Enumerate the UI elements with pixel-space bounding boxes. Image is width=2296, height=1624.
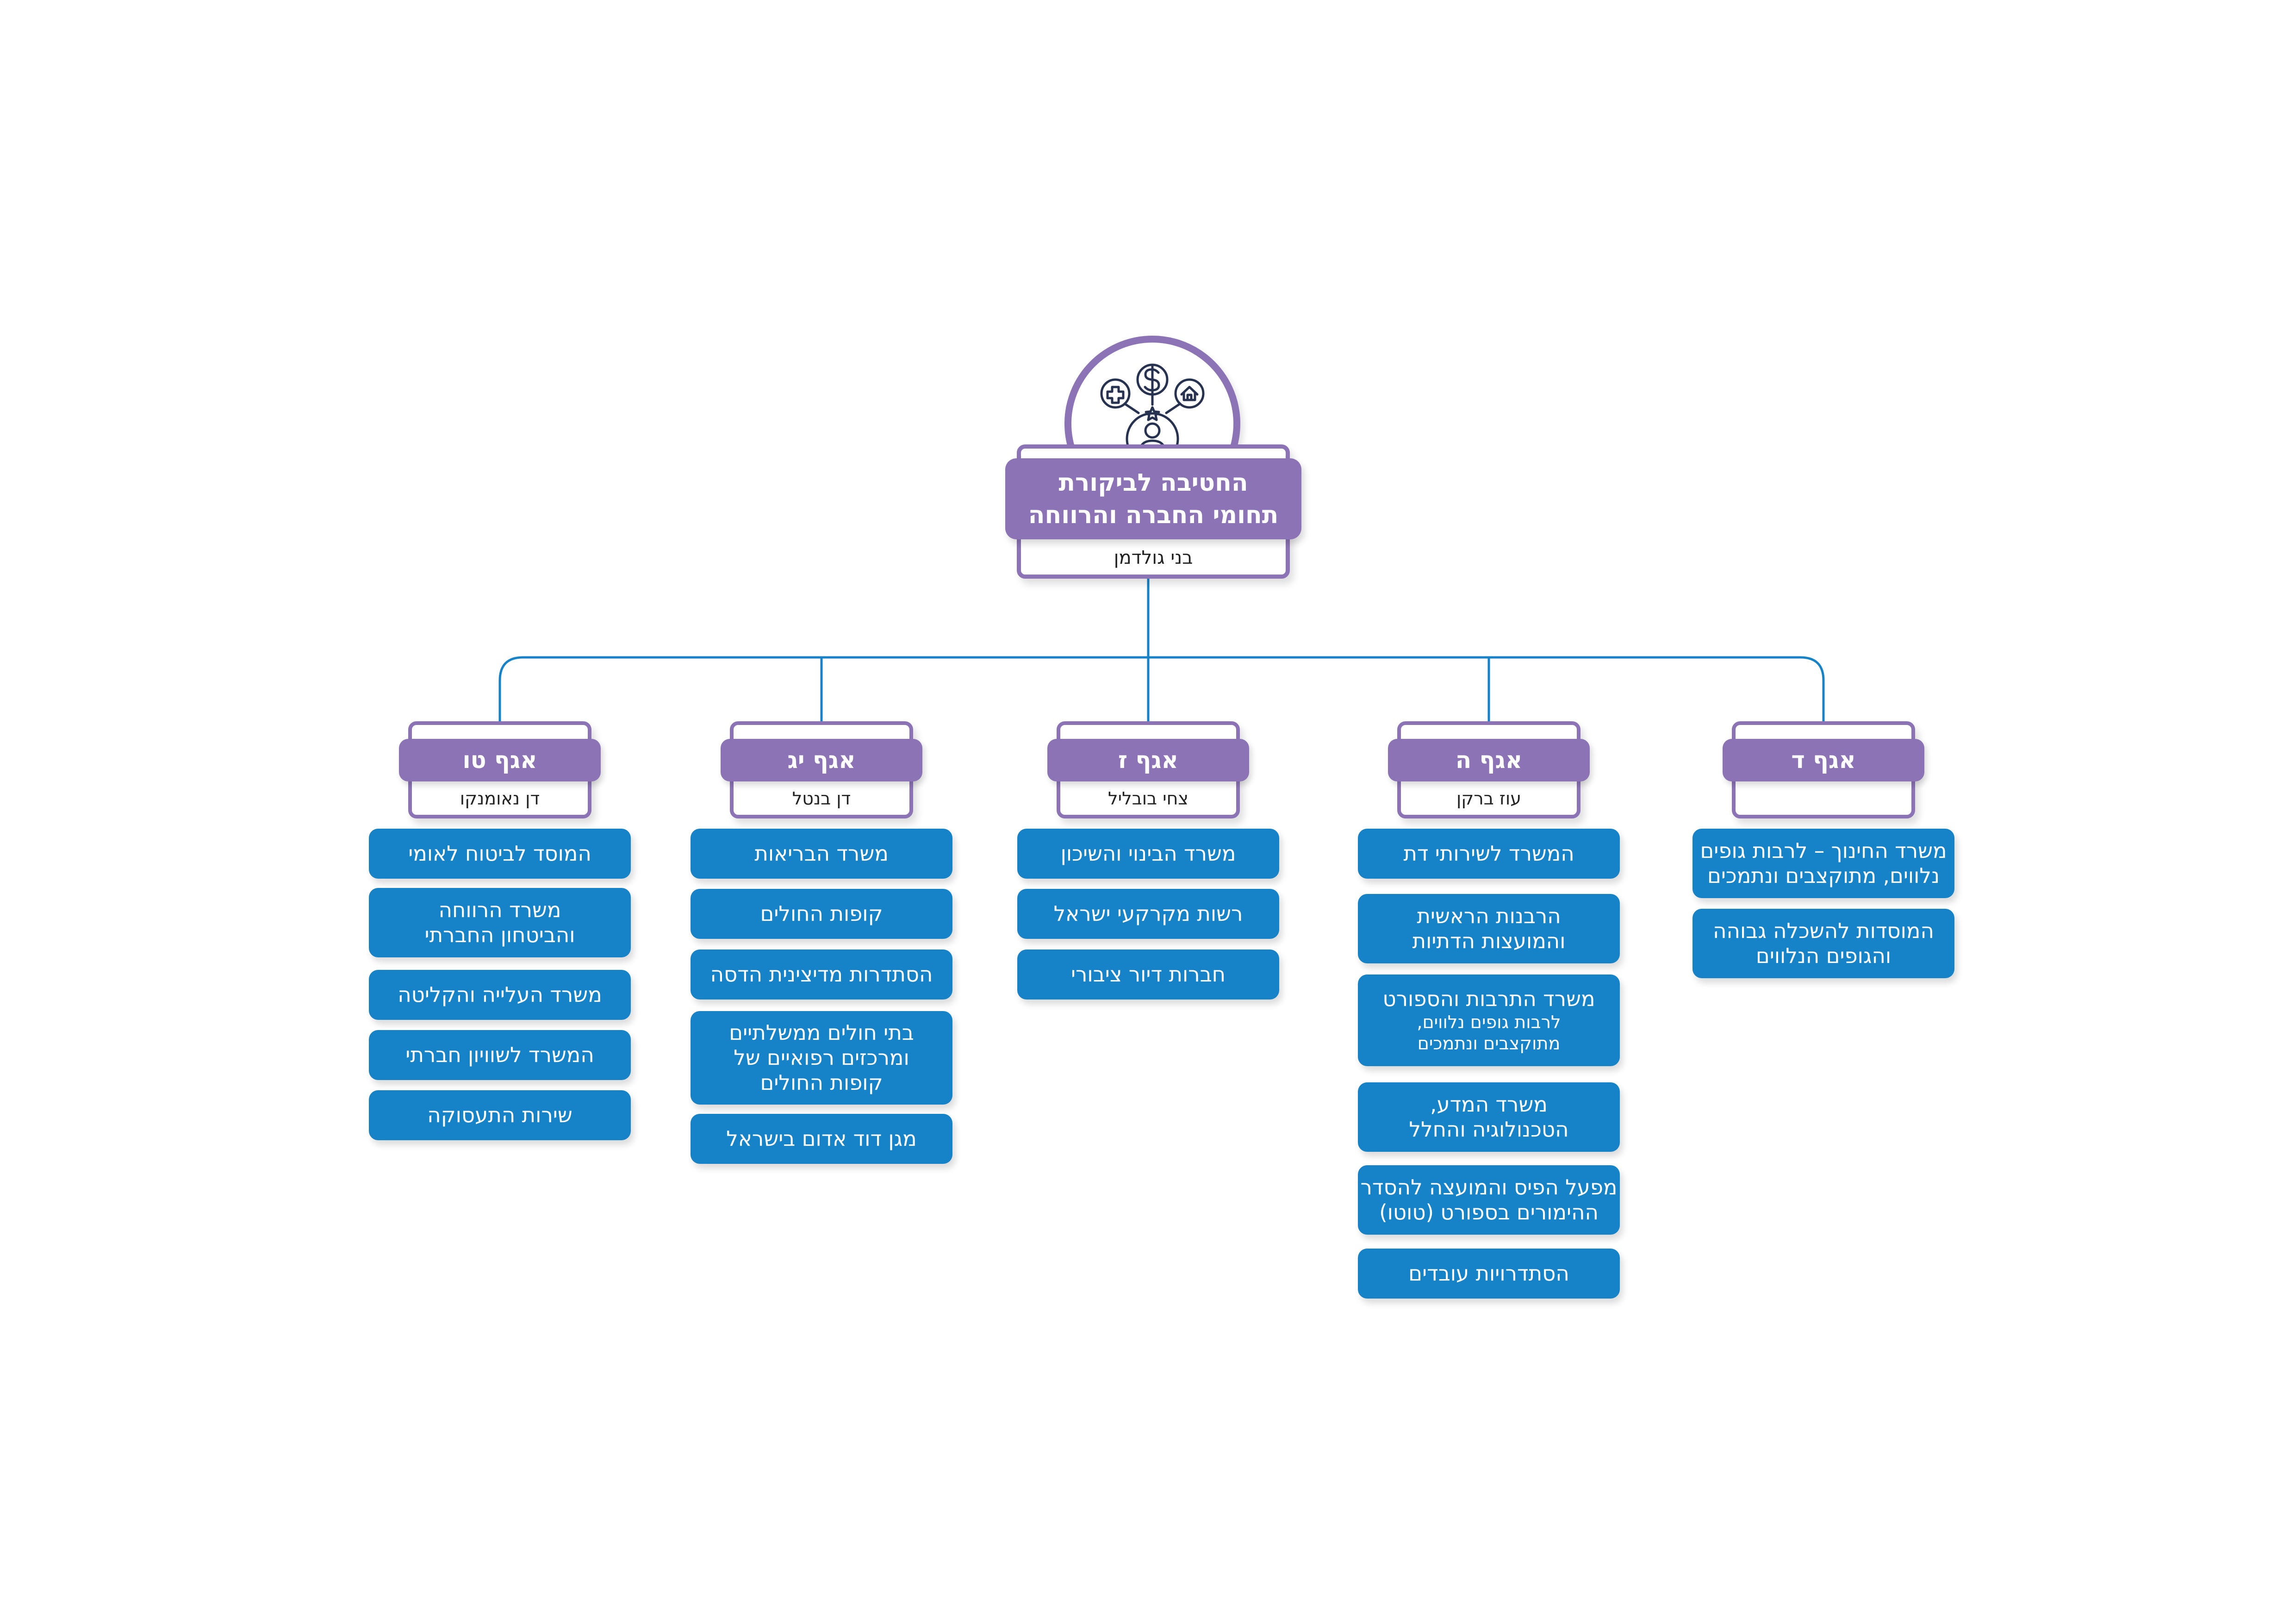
bus-connector (498, 656, 1825, 721)
unit-note-line: מתוקצבים ונתמכים (1417, 1033, 1561, 1054)
unit-box: מגן דוד אדום בישראל (691, 1114, 952, 1164)
department-head-name: עוז ברקן (1456, 788, 1522, 809)
unit-box: קופות החולים (691, 889, 952, 939)
unit-line: בתי חולים ממשלתיים (729, 1020, 914, 1045)
department-title: אגף טו (399, 739, 601, 781)
unit-line: משרד החינוך – לרבות גופים (1700, 838, 1947, 863)
unit-line: מגן דוד אדום בישראל (726, 1126, 917, 1151)
unit-line: משרד העלייה והקליטה (398, 982, 602, 1007)
department-node: אגף טו דן נאומנקו (399, 721, 601, 818)
department-node: אגף ז צחי בובליל (1047, 721, 1249, 818)
unit-line: חברות דיור ציבורי (1070, 962, 1226, 987)
unit-box: חברות דיור ציבורי (1017, 949, 1279, 999)
department-head-name (1736, 783, 1911, 814)
unit-line: נלווים, מתוקצבים ונתמכים (1707, 863, 1940, 888)
unit-box: רשות מקרקעי ישראל (1017, 889, 1279, 939)
unit-line: הסתדרויות עובדים (1408, 1261, 1569, 1286)
unit-box: המשרד לשוויון חברתי (369, 1030, 631, 1080)
department-title: אגף יג (721, 739, 922, 781)
unit-line: משרד הבינוי והשיכון (1060, 841, 1236, 866)
department-title: אגף ד (1723, 739, 1924, 781)
unit-box: משרד הבינוי והשיכון (1017, 829, 1279, 879)
unit-line: קופות החולים (760, 901, 883, 926)
unit-box: המוסד לביטוח לאומי (369, 829, 631, 879)
unit-line: המוסדות להשכלה גבוהה (1713, 918, 1934, 943)
department-head-name: דן בנטל (792, 788, 851, 809)
department-head-name: דן נאומנקו (460, 788, 540, 809)
department-node: אגף יג דן בנטל (721, 721, 922, 818)
department-node: אגף ד (1723, 721, 1924, 818)
unit-line: המשרד לשוויון חברתי (405, 1043, 594, 1067)
unit-line: המשרד לשירותי דת (1403, 841, 1574, 866)
unit-box: הסתדרויות עובדים (1358, 1249, 1620, 1299)
unit-line: משרד התרבות והספורט (1382, 987, 1595, 1011)
unit-line: מפעל הפיס והמועצה להסדר (1360, 1175, 1618, 1199)
root-title-banner: החטיבה לביקורת תחומי החברה והרווחה (1005, 458, 1301, 539)
unit-line: משרד הבריאות (754, 841, 889, 866)
unit-line: ההימורים בספורט (טוטו) (1379, 1200, 1599, 1224)
department-head-name: צחי בובליל (1108, 788, 1188, 809)
unit-line: משרד הרווחה (438, 898, 561, 922)
unit-line: שירות התעסוקה (427, 1103, 572, 1127)
department-title: אגף ז (1047, 739, 1249, 781)
unit-line: והגופים הנלווים (1755, 943, 1892, 968)
unit-box: משרד המדע,הטכנולוגיה והחלל (1358, 1082, 1620, 1152)
unit-box: שירות התעסוקה (369, 1090, 631, 1140)
root-title-line2: תחומי החברה והרווחה (1028, 501, 1279, 529)
unit-line: הסתדרות מדיצינית הדסה (710, 962, 933, 987)
root-head-name: בני גולדמן (1114, 547, 1193, 568)
unit-box: משרד הבריאות (691, 829, 952, 879)
unit-box: משרד העלייה והקליטה (369, 970, 631, 1020)
department-title: אגף ה (1388, 739, 1590, 781)
unit-line: המוסד לביטוח לאומי (408, 841, 591, 866)
root-title-line1: החטיבה לביקורת (1058, 468, 1248, 497)
unit-line: והביטחון החברתי (424, 923, 575, 947)
unit-line: והמועצות הדתיות (1412, 929, 1566, 953)
unit-box: הסתדרות מדיצינית הדסה (691, 949, 952, 999)
unit-line: קופות החולים (760, 1070, 883, 1095)
unit-line: משרד המדע, (1430, 1092, 1548, 1117)
unit-box: המשרד לשירותי דת (1358, 829, 1620, 879)
unit-line: ומרכזים רפואיים של (734, 1045, 909, 1070)
unit-note-line: לרבות גופים נלווים, (1417, 1012, 1561, 1032)
unit-line: הטכנולוגיה והחלל (1409, 1117, 1569, 1142)
unit-line: הרבנות הראשית (1417, 904, 1561, 928)
unit-line: רשות מקרקעי ישראל (1053, 901, 1243, 926)
department-node: אגף ה עוז ברקן (1388, 721, 1590, 818)
